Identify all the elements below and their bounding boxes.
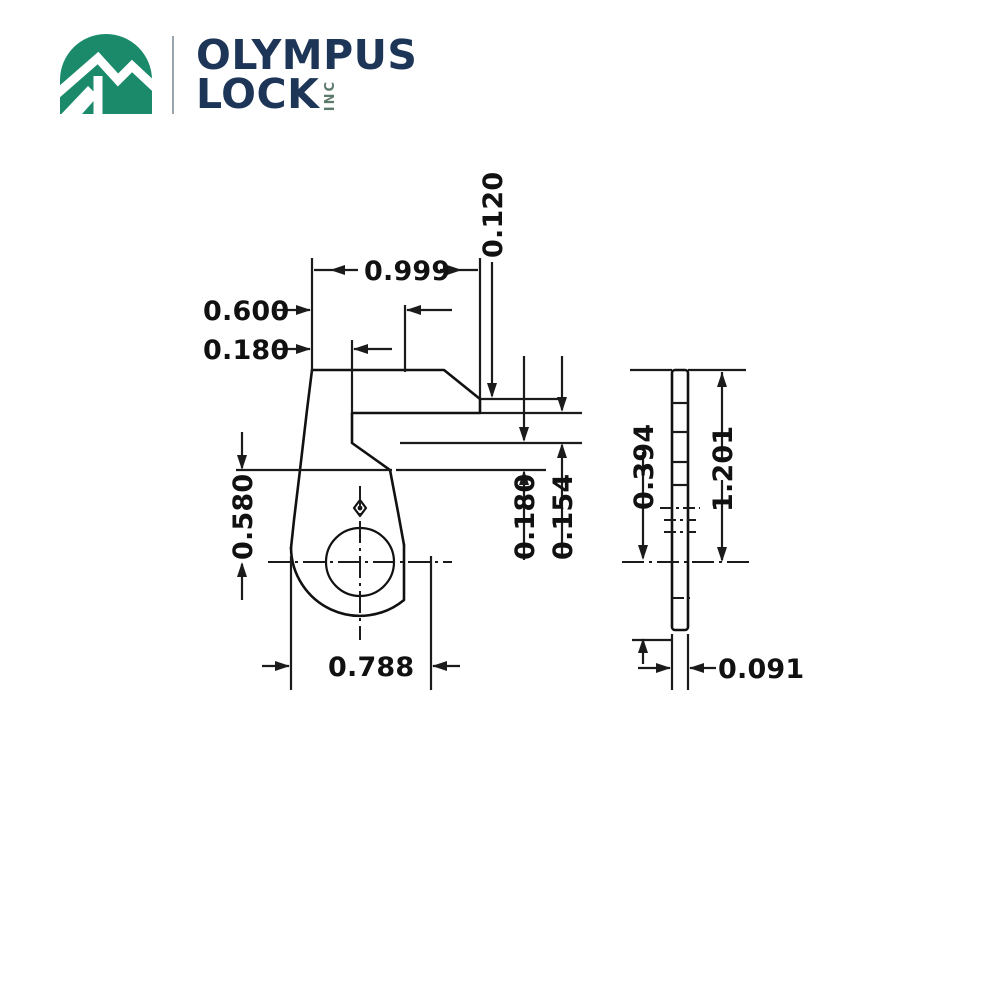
dimension-0394-upper-tick [638, 638, 648, 664]
brand-wordmark: OLYMPUS LOCK INC [196, 30, 418, 118]
brand-header: OLYMPUS LOCK INC [58, 28, 417, 122]
dimension-0120-label: 0.120 [478, 172, 509, 258]
dimension-0154: 0.154 [548, 356, 579, 560]
brand-name-line-2: LOCK [196, 70, 320, 118]
dimension-0180-left-label: 0.180 [203, 335, 289, 366]
brand-name-line-1: OLYMPUS [196, 30, 418, 79]
brand-divider [172, 36, 174, 114]
dimension-0154-label: 0.154 [548, 474, 579, 560]
dimension-0600: 0.600 [203, 296, 452, 327]
dimension-0091-label: 0.091 [718, 654, 804, 685]
dimension-0091: 0.091 [638, 654, 804, 685]
dimension-0999-label: 0.999 [364, 256, 450, 287]
dimension-0394: 0.394 [629, 424, 660, 560]
dimension-0580-label: 0.580 [228, 474, 259, 560]
side-view-part-outline [670, 368, 690, 632]
dimension-0600-label: 0.600 [203, 296, 289, 327]
dimension-0788: 0.788 [262, 652, 460, 683]
dimension-0394-label: 0.394 [629, 424, 660, 510]
dimension-0788-label: 0.788 [328, 652, 414, 683]
dimension-1201-label: 1.201 [708, 426, 739, 512]
front-view-part-outline [289, 368, 482, 618]
dimension-1201: 1.201 [708, 372, 739, 562]
dimension-0120: 0.120 [478, 172, 509, 398]
dimension-0180-right-label: 0.180 [510, 474, 541, 560]
dimension-0580: 0.580 [228, 432, 259, 600]
brand-name-line-2-wrap: LOCK INC [196, 70, 417, 118]
dimension-0999: 0.999 [314, 256, 478, 287]
dimension-0180-left: 0.180 [203, 335, 392, 366]
mountain-dome-icon [60, 34, 152, 114]
dimension-0180-right: 0.180 [510, 356, 541, 560]
